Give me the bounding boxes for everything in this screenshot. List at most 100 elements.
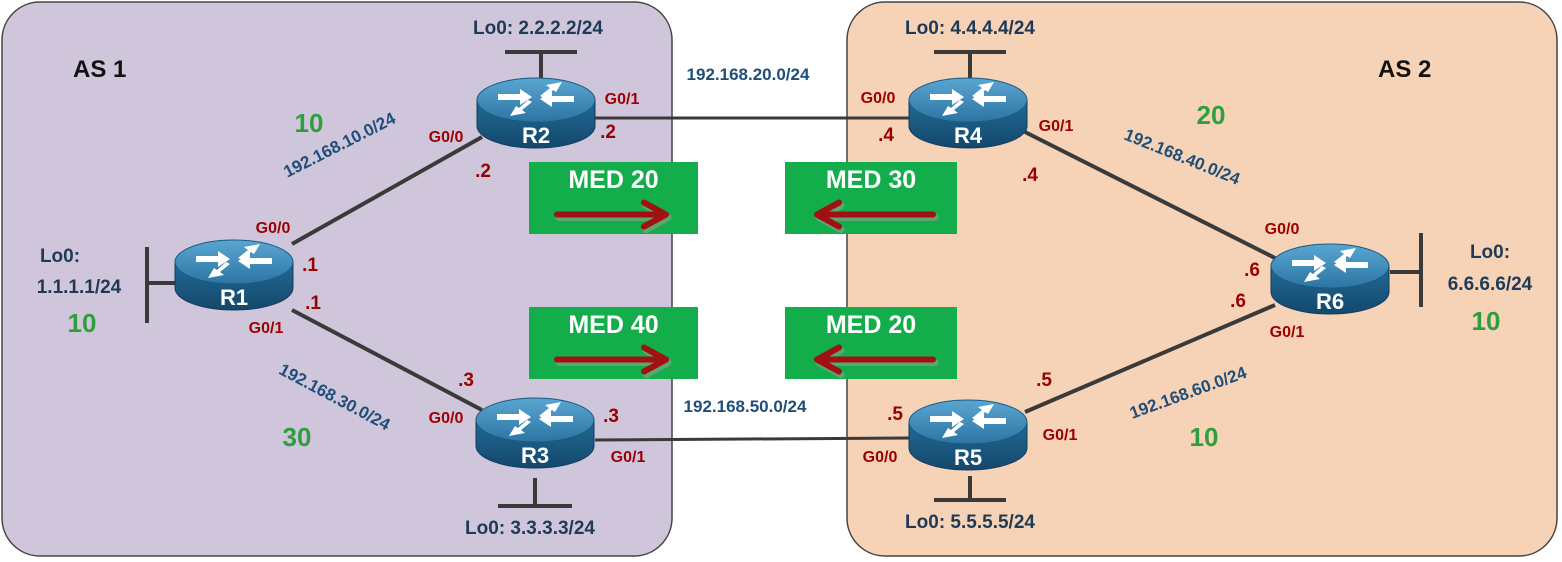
r1-g0-1-label: G0/1 [249, 320, 284, 337]
r5-loopback-stub [934, 476, 1006, 502]
r1-g0-0-label: G0/0 [256, 220, 291, 237]
med-box-r5-arrow-left-icon [814, 344, 936, 375]
med-box-r2-arrow-right-icon [554, 199, 669, 230]
r3-g0-0-ip: .3 [458, 370, 474, 391]
r5-g0-1-label: G0/1 [1043, 427, 1078, 444]
link-r4-r6 [1024, 130, 1276, 260]
router-r6-arrows-icon [1292, 248, 1368, 282]
router-r5-label: R5 [954, 445, 982, 470]
router-r2-arrows-icon [498, 82, 574, 116]
r5-g0-0-ip: .5 [887, 404, 903, 425]
router-r4[interactable]: R4 [908, 77, 1028, 149]
med-box-r3: MED 40 [529, 307, 698, 379]
med-box-r2: MED 20 [529, 162, 698, 234]
router-r1-label: R1 [220, 285, 248, 310]
r4-g0-0-ip: .4 [878, 125, 894, 146]
router-r5-top [908, 399, 1028, 445]
med-box-r5: MED 20 [785, 307, 957, 379]
link-r3-r5-network: 192.168.50.0/24 [684, 397, 807, 416]
med-box-r2-label: MED 20 [568, 166, 658, 194]
as2-label: AS 2 [1378, 56, 1431, 83]
link-r1-r3 [291, 308, 483, 412]
router-r2-label: R2 [522, 123, 550, 148]
link-r1-r2 [291, 135, 483, 246]
cost-labels: 10 10 10 30 20 10 [68, 100, 1501, 452]
r1-g0-1-ip: .1 [305, 293, 321, 314]
router-r1-top [174, 239, 294, 285]
router-r5-arrows-icon [930, 404, 1006, 438]
r1-cost: 10 [68, 308, 97, 338]
r3-loopback-label: Lo0: 3.3.3.3/24 [465, 518, 595, 539]
r3-loopback-stub [498, 478, 572, 508]
r1-g0-0-ip: .1 [302, 255, 318, 276]
r6-cost: 10 [1472, 306, 1501, 336]
link-r4-r6-cost: 20 [1197, 100, 1226, 130]
loopback-stubs [145, 50, 1423, 508]
router-r1[interactable]: R1 [174, 239, 294, 311]
r6-loopback-stub [1390, 233, 1423, 307]
med-box-r5-background [785, 307, 957, 379]
routers: R1 R2 R3 R4 R5 R6 [174, 77, 1390, 471]
r2-g0-1-ip: .2 [600, 122, 616, 143]
router-r6-label: R6 [1316, 289, 1344, 314]
router-r6-top [1270, 243, 1390, 289]
med-box-r2-background [529, 162, 698, 234]
r1-loopback-stub [145, 247, 175, 323]
r5-g0-0-label: G0/0 [863, 449, 898, 466]
link-r5-r6 [1024, 303, 1276, 414]
r1-loopback-label-line1: Lo0: [40, 246, 80, 267]
r4-loopback-stub [934, 50, 1006, 78]
med-box-r4: MED 30 [785, 162, 957, 234]
r1-loopback-label-line2: 1.1.1.1/24 [37, 277, 122, 298]
r3-g0-1-ip: .3 [603, 406, 619, 427]
as1-label: AS 1 [73, 56, 126, 83]
r6-g0-0-label: G0/0 [1265, 221, 1300, 238]
r2-loopback-label: Lo0: 2.2.2.2/24 [473, 18, 603, 39]
link-r5-r6-cost: 10 [1190, 422, 1219, 452]
r3-g0-1-label: G0/1 [611, 449, 646, 466]
med-box-r3-arrow-right-icon [554, 344, 669, 375]
router-r3-arrows-icon [497, 402, 573, 436]
r2-g0-1-label: G0/1 [605, 91, 640, 108]
router-r2-top [476, 77, 596, 123]
r3-g0-0-label: G0/0 [429, 410, 464, 427]
med-box-r5-label: MED 20 [826, 311, 916, 339]
r2-g0-0-ip: .2 [475, 161, 491, 182]
router-r4-arrows-icon [930, 82, 1006, 116]
link-r1-r3-cost: 30 [283, 422, 312, 452]
r6-g0-1-ip: .6 [1230, 291, 1246, 312]
router-r4-top [908, 77, 1028, 123]
router-r6[interactable]: R6 [1270, 243, 1390, 315]
med-box-r4-arrow-left-icon [814, 199, 936, 230]
router-r2[interactable]: R2 [476, 77, 596, 149]
r2-g0-0-label: G0/0 [429, 129, 464, 146]
r2-loopback-stub [505, 50, 577, 78]
router-r1-arrows-icon [196, 244, 272, 278]
r4-g0-1-label: G0/1 [1039, 118, 1074, 135]
link-r3-r5 [594, 436, 911, 442]
router-r3-top [475, 397, 595, 443]
med-box-r3-label: MED 40 [568, 311, 658, 339]
router-r3-label: R3 [521, 443, 549, 468]
r5-g0-1-ip: .5 [1036, 370, 1052, 391]
router-r3[interactable]: R3 [475, 397, 595, 469]
router-r4-label: R4 [954, 123, 983, 148]
link-r2-r4-network: 192.168.20.0/24 [687, 65, 810, 84]
r6-loopback-label-line2: 6.6.6.6/24 [1448, 274, 1533, 295]
r6-loopback-label-line1: Lo0: [1470, 242, 1510, 263]
link-r1-r2-cost: 10 [295, 108, 324, 138]
r4-g0-1-ip: .4 [1022, 165, 1038, 186]
loopback-labels: Lo0: 1.1.1.1/24 Lo0: 2.2.2.2/24 Lo0: 3.3… [37, 18, 1533, 539]
r5-loopback-label: Lo0: 5.5.5.5/24 [905, 512, 1035, 533]
med-box-r4-background [785, 162, 957, 234]
r6-g0-0-ip: .6 [1244, 260, 1260, 281]
med-box-r4-label: MED 30 [826, 166, 916, 194]
med-boxes: MED 20 MED 30 MED 40 MED 20 [529, 162, 957, 379]
r6-g0-1-label: G0/1 [1270, 324, 1305, 341]
interface-labels: G0/0 G0/1 G0/0 G0/1 G0/0 G0/1 G0/0 G0/1 … [249, 90, 1305, 466]
router-r5[interactable]: R5 [908, 399, 1028, 471]
med-box-r3-background [529, 307, 698, 379]
r4-loopback-label: Lo0: 4.4.4.4/24 [905, 18, 1035, 39]
r4-g0-0-label: G0/0 [861, 90, 896, 107]
